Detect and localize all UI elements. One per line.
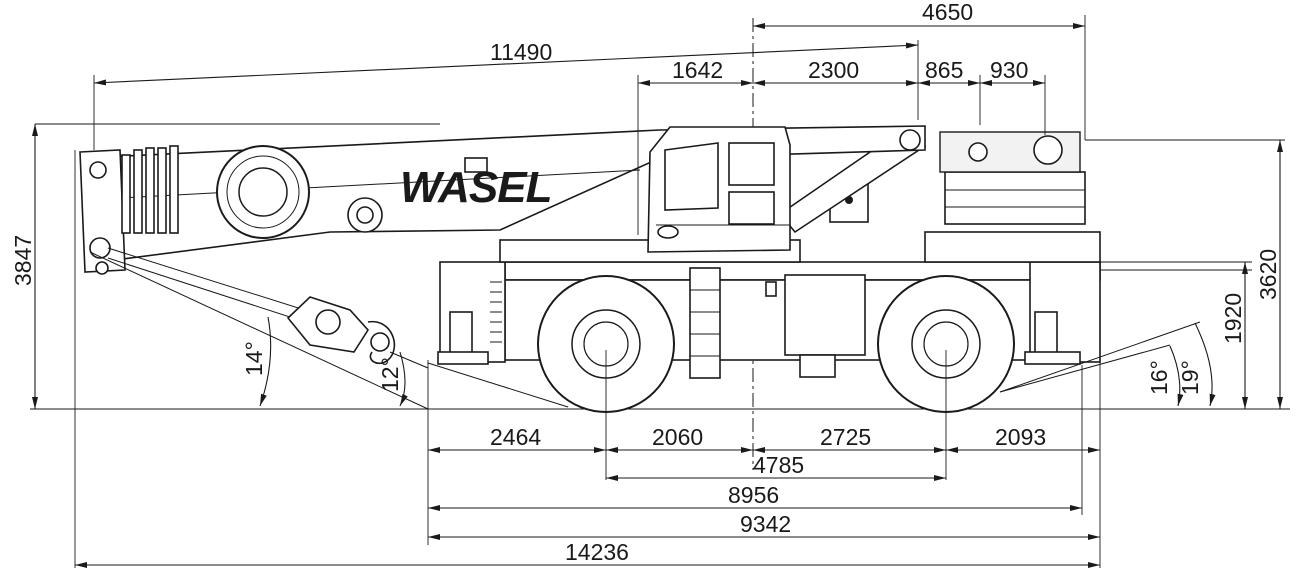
arc-16: [1169, 345, 1184, 407]
dim-4650: 4650: [922, 0, 973, 25]
step: [799, 354, 836, 378]
front-ribs: [490, 281, 502, 343]
winch-drum: [1033, 135, 1063, 165]
vertical-dimensions: 3847 3620 1920: [10, 124, 1283, 409]
auxiliary-drum: [216, 145, 310, 239]
angle-19: 19°: [1177, 360, 1203, 395]
rear-superstructure: [924, 231, 1101, 263]
dim-2725: 2725: [820, 424, 871, 450]
dim-2060: 2060: [652, 424, 703, 450]
rear-angle-line-19: [999, 321, 1201, 393]
arc-19: [1194, 322, 1216, 407]
side-tank: [784, 274, 866, 356]
dim-2464: 2464: [490, 424, 541, 450]
angle-16: 16°: [1146, 360, 1172, 395]
dim-3847: 3847: [10, 235, 36, 286]
dim-8956: 8956: [728, 482, 779, 508]
bottom-dimensions: 2464 2060 2725 2093 4785 8956 9342 14236: [75, 424, 1100, 568]
brand-label: WASEL: [400, 163, 551, 212]
boom-foot-pin: [899, 129, 921, 151]
dim-3620: 3620: [1255, 249, 1281, 300]
dim-line-11490: [93, 42, 919, 86]
approach-angles: 14° 12° 19° 16°: [89, 251, 1216, 410]
arc-14: [259, 316, 272, 407]
rear-angle-line-16: [999, 344, 1171, 393]
rear-float: [1024, 351, 1081, 365]
angle-14: 14°: [241, 341, 267, 376]
extension-lines: [35, 15, 1285, 568]
dim-1642: 1642: [672, 57, 723, 83]
angle-12: 12°: [377, 357, 403, 392]
front-angle-line-12: [389, 351, 429, 369]
counterweight: [944, 171, 1086, 225]
top-dimensions: 4650 11490 1642 2300 865 930: [93, 0, 1085, 86]
boom-marker: [464, 157, 488, 173]
dim-14236: 14236: [565, 539, 629, 565]
dim-865: 865: [925, 57, 963, 83]
access-ladder: [689, 267, 721, 379]
dim-11490: 11490: [490, 39, 552, 65]
rope-sheaves: [121, 145, 179, 234]
light: [765, 281, 777, 297]
front-float: [437, 351, 489, 365]
dim-4785: 4785: [753, 452, 804, 478]
dim-1920: 1920: [1220, 293, 1246, 344]
crane-illustration: WASEL: [79, 125, 1101, 413]
operator-cab: [647, 126, 791, 253]
dim-9342: 9342: [740, 511, 791, 537]
boom-head: [79, 149, 126, 273]
hook-block: [286, 296, 396, 365]
dim-2093: 2093: [995, 424, 1046, 450]
front-angle-line-14: [89, 251, 429, 410]
winch-pulley: [968, 142, 988, 162]
hoist-rope: [107, 247, 331, 319]
dim-930: 930: [990, 57, 1028, 83]
dim-2300: 2300: [808, 57, 859, 83]
arc-12: [399, 351, 408, 407]
